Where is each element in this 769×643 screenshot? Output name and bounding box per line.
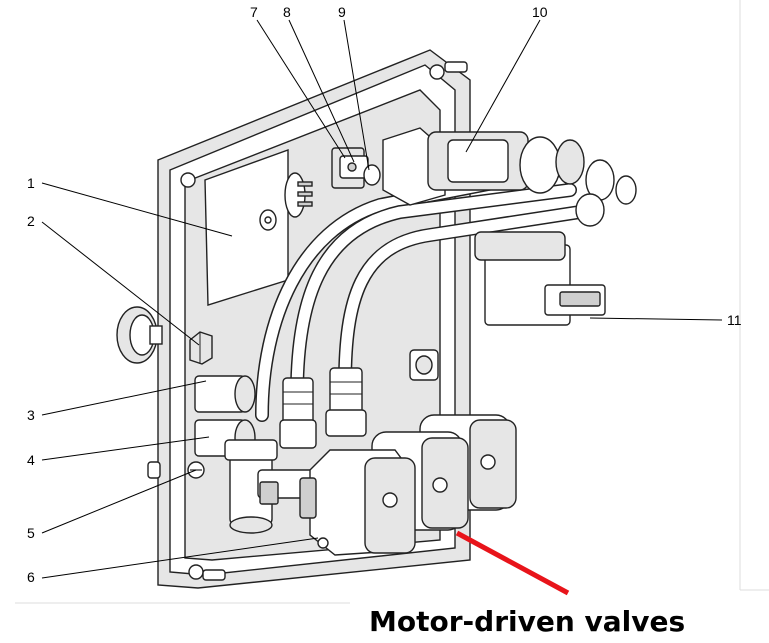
cylinder-upper	[194, 375, 256, 413]
callout-2: 2	[27, 213, 35, 229]
callout-8: 8	[283, 4, 291, 20]
callout-leaders	[41, 19, 723, 579]
sensor-unit	[331, 147, 381, 189]
motor-valve-1	[299, 449, 416, 556]
bracket	[409, 349, 439, 381]
side-knob	[116, 306, 163, 364]
callout-6: 6	[27, 569, 35, 585]
motor-driven-valves-caption: Motor-driven valves	[369, 605, 685, 638]
callout-9: 9	[338, 4, 346, 20]
callout-10: 10	[532, 4, 548, 20]
tube-fitting-1	[279, 377, 317, 449]
callout-11: 11	[727, 312, 742, 328]
mounting-plate	[204, 149, 313, 306]
callout-1: 1	[27, 175, 35, 191]
solenoid-coil	[474, 231, 606, 326]
tubing	[255, 163, 587, 422]
hex-nut	[189, 331, 213, 365]
callout-5: 5	[27, 525, 35, 541]
red-annotation-arrow	[455, 530, 570, 596]
callout-4: 4	[27, 452, 35, 468]
callout-3: 3	[27, 407, 35, 423]
mounting-screw-left	[147, 461, 161, 479]
tube-fitting-2	[325, 367, 367, 437]
solenoid-manifold	[382, 127, 637, 227]
callout-labels: 1 2 3 4 5 6 7 8 9 10 11	[27, 4, 742, 585]
callout-7: 7	[250, 4, 258, 20]
